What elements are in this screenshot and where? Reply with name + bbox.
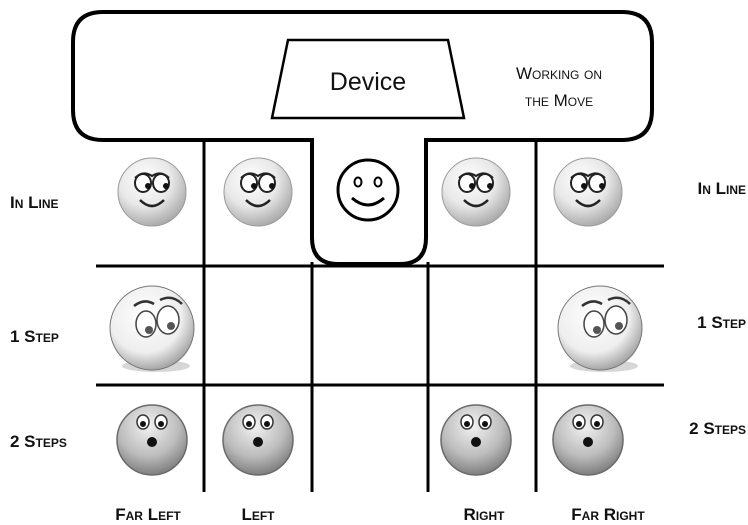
surprised-face-icon [552,404,624,476]
ball-face-icon [109,285,195,372]
surprised-face-icon [222,404,294,476]
row-label-one-step-right: 1 Step [697,313,746,332]
column-label-far-left: Far Left [115,505,181,524]
row-label-two-steps-left: 2 Steps [10,432,67,451]
device-box [270,38,466,120]
ball-face-icon [557,285,643,372]
glancing-face-icon [441,157,511,227]
device-note-line1: Working on [516,64,602,83]
device-note-line2: the Move [525,91,593,110]
column-label-far-right: Far Right [571,505,645,524]
row-label-in-line-left: In Line [10,193,59,212]
glancing-face-icon [223,157,293,227]
row-label-one-step-left: 1 Step [10,327,59,346]
device-label: Device [330,68,406,96]
column-label-left: Left [241,505,275,524]
smiley-face-icon [336,158,400,222]
surprised-face-icon [440,404,512,476]
device-frame [71,10,654,266]
row-label-two-steps-right: 2 Steps [689,419,746,438]
glancing-face-icon [117,157,187,227]
column-label-right: Right [463,505,505,524]
row-label-in-line-right: In Line [697,179,746,198]
surprised-face-icon [116,404,188,476]
glancing-face-icon [553,157,623,227]
